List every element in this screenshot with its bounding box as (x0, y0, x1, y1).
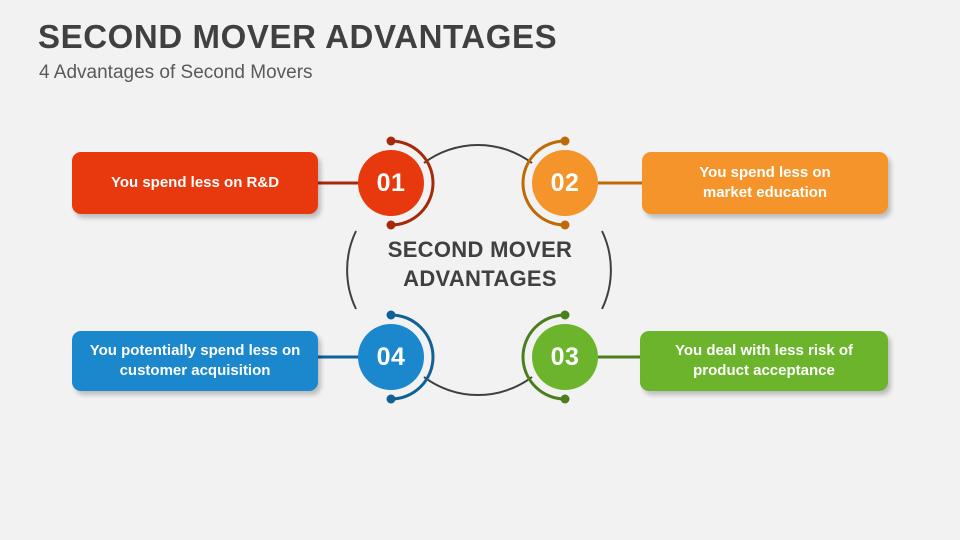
accent-arc-03 (521, 313, 567, 401)
accent-dot-02-end (560, 220, 570, 230)
number-circle-01[interactable]: 01 (358, 150, 424, 216)
connector-arc-bottom (423, 376, 533, 396)
label-box-03[interactable]: You deal with less risk of product accep… (640, 331, 888, 391)
page-title: SECOND MOVER ADVANTAGES (38, 18, 558, 55)
connector-arc-top (423, 144, 533, 164)
center-title-line1: SECOND MOVER (387, 237, 573, 262)
number-circle-04-label: 04 (376, 342, 406, 371)
label-box-01-text: You spend less on R&D (111, 173, 279, 193)
label-box-04-line2: customer acquisition (119, 362, 271, 379)
number-circle-02-label: 02 (550, 168, 580, 197)
accent-arc-04 (389, 313, 435, 401)
number-circle-03-label: 03 (550, 342, 580, 371)
center-title-line2: ADVANTAGES (403, 265, 557, 291)
label-box-04[interactable]: You potentially spend less on customer a… (72, 331, 318, 391)
label-box-03-line1: You deal with less risk of (674, 342, 854, 360)
bracket-arc-right (601, 230, 612, 310)
number-circle-03[interactable]: 03 (532, 324, 598, 390)
diagram-center-title: SECOND MOVER ADVANTAGES (370, 236, 590, 293)
accent-arc-02 (521, 139, 567, 227)
label-box-02-line1: You spend less on (699, 164, 831, 182)
accent-dot-01-start (386, 136, 396, 146)
accent-dot-04-start (386, 310, 396, 320)
accent-dot-02-start (560, 136, 570, 146)
accent-dot-03-start (560, 310, 570, 320)
label-box-02[interactable]: You spend less on market education (642, 152, 888, 214)
label-box-04-line1: You potentially spend less on (89, 342, 301, 360)
page-subtitle: 4 Advantages of Second Movers (39, 62, 313, 83)
accent-dot-01-end (386, 220, 396, 230)
bracket-arc-left (346, 230, 357, 310)
accent-arc-01 (389, 139, 435, 227)
label-box-01-line1: You spend less on R&D (110, 174, 280, 192)
accent-dot-04-end (386, 394, 396, 404)
label-box-04-text: You potentially spend less on customer a… (90, 341, 301, 381)
label-box-02-line2: market education (702, 184, 828, 201)
number-circle-01-label: 01 (376, 168, 406, 197)
label-box-03-text: You deal with less risk of product accep… (675, 341, 853, 381)
label-box-02-text: You spend less on market education (699, 163, 830, 203)
number-circle-02[interactable]: 02 (532, 150, 598, 216)
accent-dot-03-end (560, 394, 570, 404)
label-box-01[interactable]: You spend less on R&D (72, 152, 318, 214)
number-circle-04[interactable]: 04 (358, 324, 424, 390)
label-box-03-line2: product acceptance (693, 362, 835, 379)
